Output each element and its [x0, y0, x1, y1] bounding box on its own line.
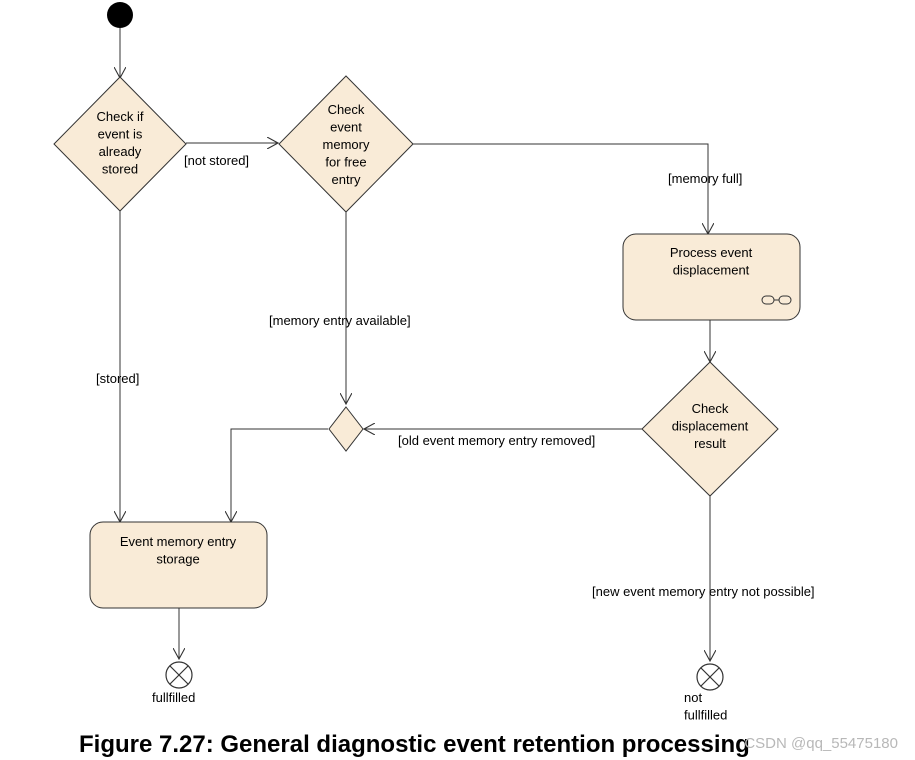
action-process-displacement-text-line: Process event — [670, 245, 753, 260]
label-not-fulfilled-line: not — [684, 690, 702, 705]
edge-labels: [not stored] [stored] [memory full] [mem… — [96, 153, 815, 599]
action-storage-text: Event memory entry storage — [120, 534, 237, 567]
watermark: CSDN @qq_55475180 — [744, 735, 898, 752]
label-memory-entry-available: [memory entry available] — [269, 313, 411, 328]
decision-check-memory-text-line: memory — [323, 137, 370, 152]
action-process-displacement: Process event displacement — [622, 233, 801, 321]
label-not-fulfilled: not fullfilled — [684, 690, 727, 723]
decision-check-memory-text-line: event — [330, 120, 362, 135]
figure-caption: Figure 7.27: General diagnostic event re… — [79, 731, 750, 758]
decision-check-stored-text-line: event is — [98, 127, 143, 142]
label-fulfilled: fullfilled — [152, 690, 195, 705]
edge-memory-full — [413, 143, 708, 234]
action-process-displacement-text-line: displacement — [673, 263, 750, 278]
decision-check-memory-text: Check event memory for free entry — [323, 102, 370, 187]
edges — [120, 28, 710, 661]
flow-final-not-fulfilled — [696, 663, 724, 691]
label-not-fulfilled-line: fullfilled — [684, 708, 727, 723]
decision-check-displacement-text: Check displacement result — [672, 401, 749, 451]
decision-check-stored-text-line: Check if — [97, 109, 144, 124]
decision-check-memory-text-line: entry — [332, 172, 361, 187]
edge-merge-to-storage — [231, 428, 328, 522]
merge-node — [328, 406, 364, 452]
label-stored: [stored] — [96, 371, 139, 386]
decision-check-displacement-text-line: displacement — [672, 419, 749, 434]
label-old-event-removed: [old event memory entry removed] — [398, 433, 595, 448]
label-memory-full: [memory full] — [668, 171, 742, 186]
decision-check-displacement: Check displacement result — [641, 361, 779, 497]
label-new-event-not-possible: [new event memory entry not possible] — [592, 584, 815, 599]
decision-check-stored-text-line: stored — [102, 162, 138, 177]
label-not-stored: [not stored] — [184, 153, 249, 168]
initial-node — [107, 2, 133, 28]
decision-check-stored-text: Check if event is already stored — [97, 109, 144, 177]
action-storage: Event memory entry storage — [89, 521, 268, 609]
flow-final-fulfilled — [165, 661, 193, 689]
decision-check-memory-text-line: for free — [325, 155, 366, 170]
action-storage-text-line: storage — [156, 552, 199, 567]
decision-check-memory: Check event memory for free entry — [278, 75, 414, 213]
decision-check-displacement-text-line: Check — [692, 401, 729, 416]
decision-check-memory-text-line: Check — [328, 102, 365, 117]
label-fulfilled-line: fullfilled — [152, 690, 195, 705]
subactivity-rake-icon — [761, 295, 792, 305]
action-process-displacement-text: Process event displacement — [670, 245, 753, 278]
decision-check-displacement-text-line: result — [694, 436, 726, 451]
action-storage-text-line: Event memory entry — [120, 534, 237, 549]
decision-check-stored-text-line: already — [99, 144, 142, 159]
decision-check-stored: Check if event is already stored — [53, 76, 187, 212]
